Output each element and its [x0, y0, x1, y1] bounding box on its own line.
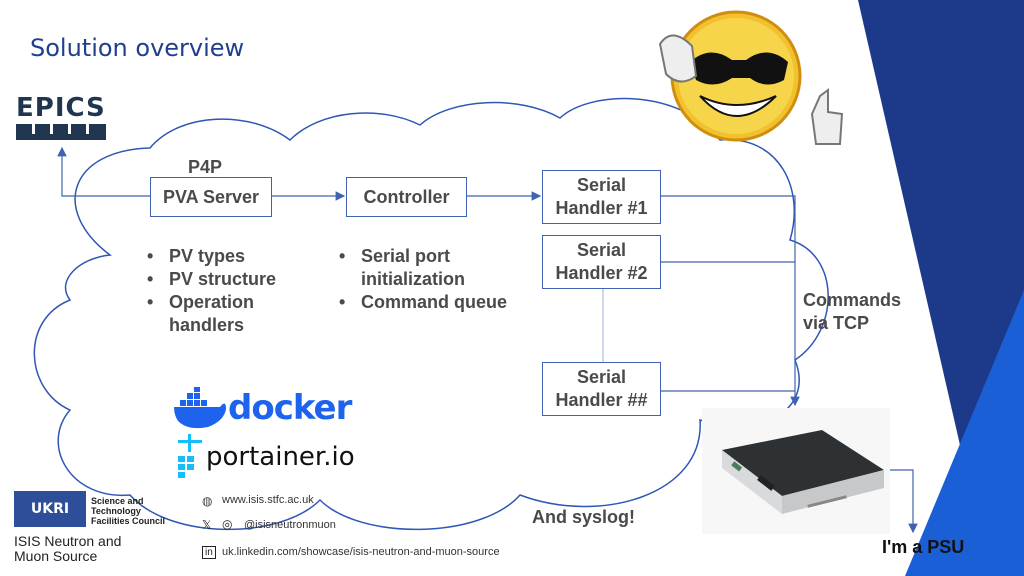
- p4p-label: P4P: [188, 157, 223, 177]
- controller-bullet-list: Serial port initialization Command queue: [337, 245, 537, 314]
- epics-logo-bars: [16, 124, 106, 140]
- bright-band: [905, 290, 1024, 576]
- pva-bullet-list: PV types PV structure Operation handlers: [145, 245, 315, 337]
- pva-server-label: PVA Server: [162, 186, 260, 207]
- commands-label-line1: Commands: [803, 290, 902, 310]
- org-line: Technology: [91, 506, 141, 516]
- pva-bullet: PV structure: [145, 268, 315, 291]
- org-line: Science and: [91, 496, 144, 506]
- controller-label: Controller: [363, 186, 450, 207]
- serial-handler-n-line1: Serial: [576, 367, 627, 387]
- org-name: Science and Technology Facilities Counci…: [91, 496, 165, 526]
- serial-handler-1-box: Serial Handler #1: [542, 170, 661, 224]
- syslog-label: And syslog!: [532, 507, 636, 527]
- cool-emoji-icon: [658, 10, 844, 145]
- isis-line: ISIS Neutron and: [14, 533, 122, 549]
- isis-line: Muon Source: [14, 548, 98, 564]
- globe-icon: ◍: [202, 494, 213, 508]
- epics-arrow: [57, 146, 150, 197]
- docker-whale-icon: [174, 387, 226, 429]
- commands-label-line2: via TCP: [803, 313, 870, 333]
- cloud-outline: [33, 97, 829, 531]
- epics-logo: EPICS: [16, 94, 106, 146]
- pva-bullet: Operation handlers: [145, 291, 279, 337]
- psu-label: I'm a PSU: [882, 537, 965, 557]
- org-line: Facilities Council: [91, 516, 166, 526]
- page-title: Solution overview: [30, 34, 245, 62]
- controller-bullet: Command queue: [337, 291, 537, 314]
- epics-logo-text: EPICS: [16, 93, 106, 123]
- psu-arrow: [890, 469, 918, 534]
- serial-handler-2-line1: Serial: [576, 240, 627, 260]
- social-handle-link[interactable]: @isisneutronmuon: [244, 519, 336, 531]
- serial1-output-line: [660, 195, 800, 407]
- docker-logo-text: docker: [228, 388, 352, 428]
- portainer-icon: [178, 434, 202, 478]
- linkedin-icon: in: [202, 546, 216, 559]
- portainer-logo-text: portainer.io: [206, 442, 355, 472]
- serial-handler-1-line2: Handler #1: [555, 198, 648, 218]
- x-icon: 𝕏: [202, 518, 212, 532]
- serial-handler-2-line2: Handler #2: [555, 263, 648, 283]
- commands-label: Commands via TCP: [803, 289, 901, 335]
- ukri-logo: UKRI: [14, 491, 86, 527]
- instagram-icon: ◎: [222, 517, 233, 531]
- serial-handler-n-box: Serial Handler ##: [542, 362, 661, 416]
- serial-handler-n-line2: Handler ##: [555, 390, 648, 410]
- linkedin-link[interactable]: uk.linkedin.com/showcase/isis-neutron-an…: [222, 546, 500, 558]
- serial-handler-1-line1: Serial: [576, 175, 627, 195]
- isis-name: ISIS Neutron and Muon Source: [14, 534, 121, 564]
- psu-device-image: [702, 408, 890, 534]
- pva-server-box: PVA Server: [150, 177, 272, 217]
- serial-handler-2-box: Serial Handler #2: [542, 235, 661, 289]
- controller-bullet: Serial port initialization: [337, 245, 481, 291]
- pva-bullet: PV types: [145, 245, 315, 268]
- controller-box: Controller: [346, 177, 467, 217]
- website-link[interactable]: www.isis.stfc.ac.uk: [222, 494, 314, 506]
